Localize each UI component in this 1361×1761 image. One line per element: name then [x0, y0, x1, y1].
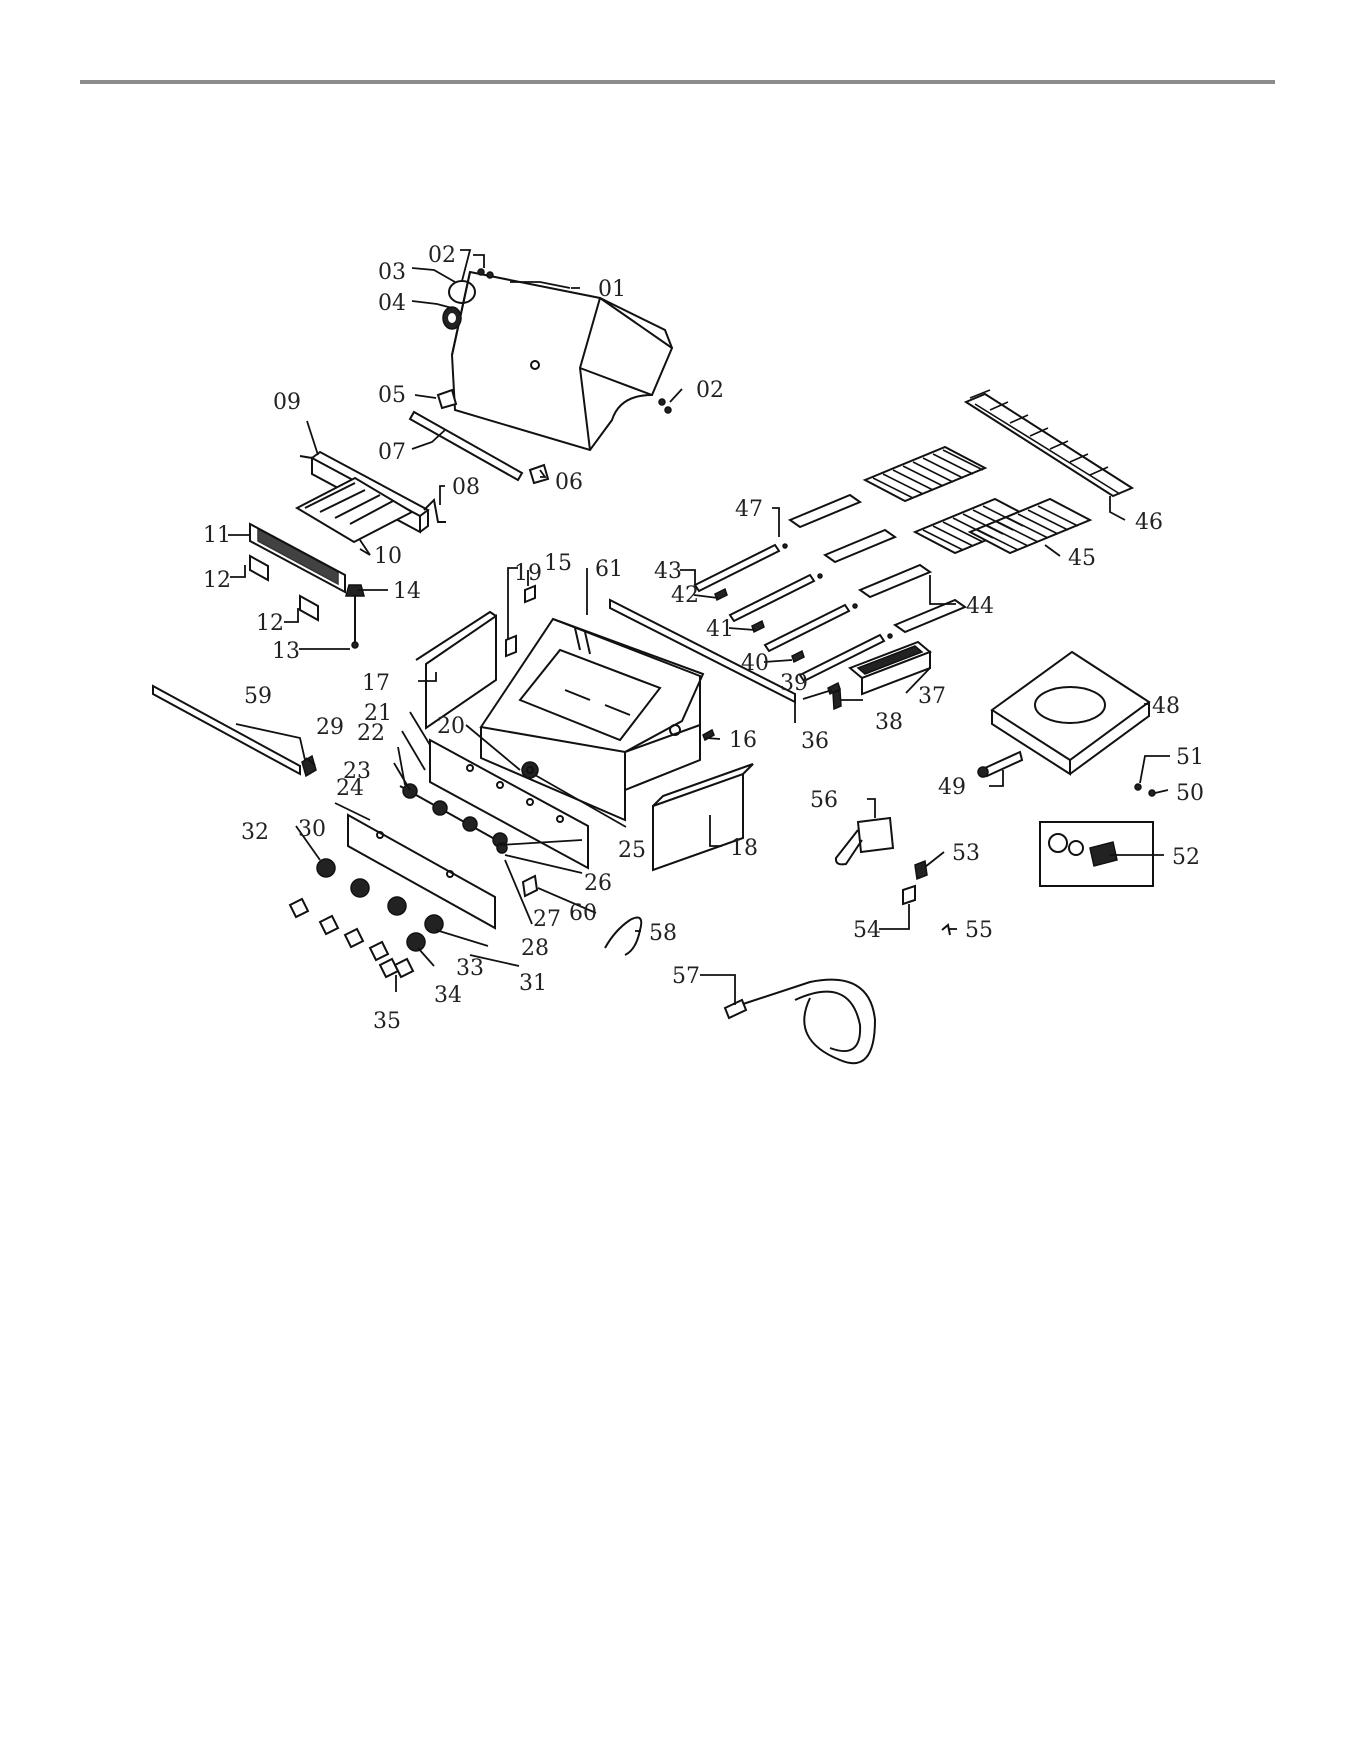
part-side-shelf-left	[416, 612, 496, 728]
callout-labels: 01 02 02 03 04 05 06 07 08 09 10 11 12 1…	[203, 243, 1204, 1034]
part-control-panel	[430, 740, 588, 868]
callout-26: 26	[584, 871, 612, 896]
callout-41: 41	[706, 617, 734, 642]
callout-47: 47	[735, 497, 763, 522]
part-small-plate	[523, 876, 537, 896]
callout-10: 10	[374, 544, 402, 569]
part-gas-hose	[725, 980, 875, 1064]
callout-51: 51	[1176, 745, 1204, 770]
part-handle-bracket-left	[438, 390, 456, 408]
callout-09: 09	[273, 390, 301, 415]
part-igniter-bracket	[525, 586, 535, 602]
callout-07: 07	[378, 440, 406, 465]
callout-12a: 12	[203, 568, 231, 593]
part-rear-infrared-burner	[250, 524, 345, 592]
part-flame-tamers	[790, 495, 965, 632]
callout-36: 36	[801, 729, 829, 754]
callout-24: 24	[336, 776, 364, 801]
part-warming-rack	[966, 390, 1132, 496]
callout-20: 20	[437, 714, 465, 739]
callout-43: 43	[654, 559, 682, 584]
callout-18: 18	[730, 836, 758, 861]
callout-60: 60	[569, 901, 597, 926]
callout-39: 39	[780, 671, 808, 696]
callout-13: 13	[272, 639, 300, 664]
callout-40: 40	[741, 651, 769, 676]
callout-35: 35	[373, 1009, 401, 1034]
callout-57: 57	[672, 964, 700, 989]
callout-37: 37	[918, 684, 946, 709]
callout-61: 61	[595, 557, 623, 582]
part-grease-cup	[836, 818, 893, 864]
callout-34: 34	[434, 983, 462, 1008]
callout-01: 01	[598, 277, 626, 302]
callout-16: 16	[729, 728, 757, 753]
part-igniter-wire	[605, 918, 641, 955]
callout-42: 42	[671, 583, 699, 608]
callout-22: 22	[357, 721, 385, 746]
callout-58: 58	[649, 921, 677, 946]
part-clip	[942, 925, 950, 935]
callout-08: 08	[452, 475, 480, 500]
callout-49: 49	[938, 775, 966, 800]
callout-55: 55	[965, 918, 993, 943]
part-orifice	[978, 752, 1022, 777]
callout-02b: 02	[696, 378, 724, 403]
callout-53: 53	[952, 841, 980, 866]
part-small-fittings	[1135, 784, 1155, 796]
callout-45: 45	[1068, 546, 1096, 571]
callout-05: 05	[378, 383, 406, 408]
part-hood	[452, 272, 672, 450]
callout-12b: 12	[256, 611, 284, 636]
callout-06: 06	[555, 470, 583, 495]
part-knob-kit-inset	[1040, 822, 1153, 886]
part-screws-right	[659, 399, 671, 413]
callout-27: 27	[533, 907, 561, 932]
callout-50: 50	[1176, 781, 1204, 806]
callout-54: 54	[853, 918, 881, 943]
leader-lines	[228, 250, 1170, 1005]
callout-15: 15	[544, 551, 572, 576]
callout-04: 04	[378, 291, 406, 316]
callout-19: 19	[514, 561, 542, 586]
callout-44: 44	[966, 594, 994, 619]
callout-30: 30	[298, 817, 326, 842]
part-burner-bracket-b	[300, 596, 318, 620]
callout-03: 03	[378, 260, 406, 285]
callout-11: 11	[203, 523, 231, 548]
part-rear-gas-line	[352, 592, 358, 648]
part-front-fascia	[348, 815, 495, 928]
part-cooking-grates	[865, 447, 1090, 553]
part-mounting-plate	[903, 886, 915, 904]
callout-17: 17	[362, 671, 390, 696]
callout-56: 56	[810, 788, 838, 813]
callout-28: 28	[521, 936, 549, 961]
callout-31: 31	[519, 971, 547, 996]
part-igniter-module	[915, 861, 927, 879]
callout-14: 14	[393, 579, 421, 604]
callout-48: 48	[1152, 694, 1180, 719]
part-side-electrode	[833, 690, 841, 709]
callout-29: 29	[316, 715, 344, 740]
part-thermometer	[443, 307, 461, 329]
callout-59: 59	[244, 684, 272, 709]
callout-33: 33	[456, 956, 484, 981]
part-infrared-heat-shield	[297, 478, 412, 542]
callout-02a: 02	[428, 243, 456, 268]
callout-32: 32	[241, 820, 269, 845]
part-handle-bracket-right	[530, 465, 548, 483]
callout-46: 46	[1135, 510, 1163, 535]
callout-52: 52	[1172, 845, 1200, 870]
part-front-rail	[153, 686, 300, 774]
callout-25: 25	[618, 838, 646, 863]
part-burner-bracket-a	[250, 556, 268, 580]
callout-38: 38	[875, 710, 903, 735]
